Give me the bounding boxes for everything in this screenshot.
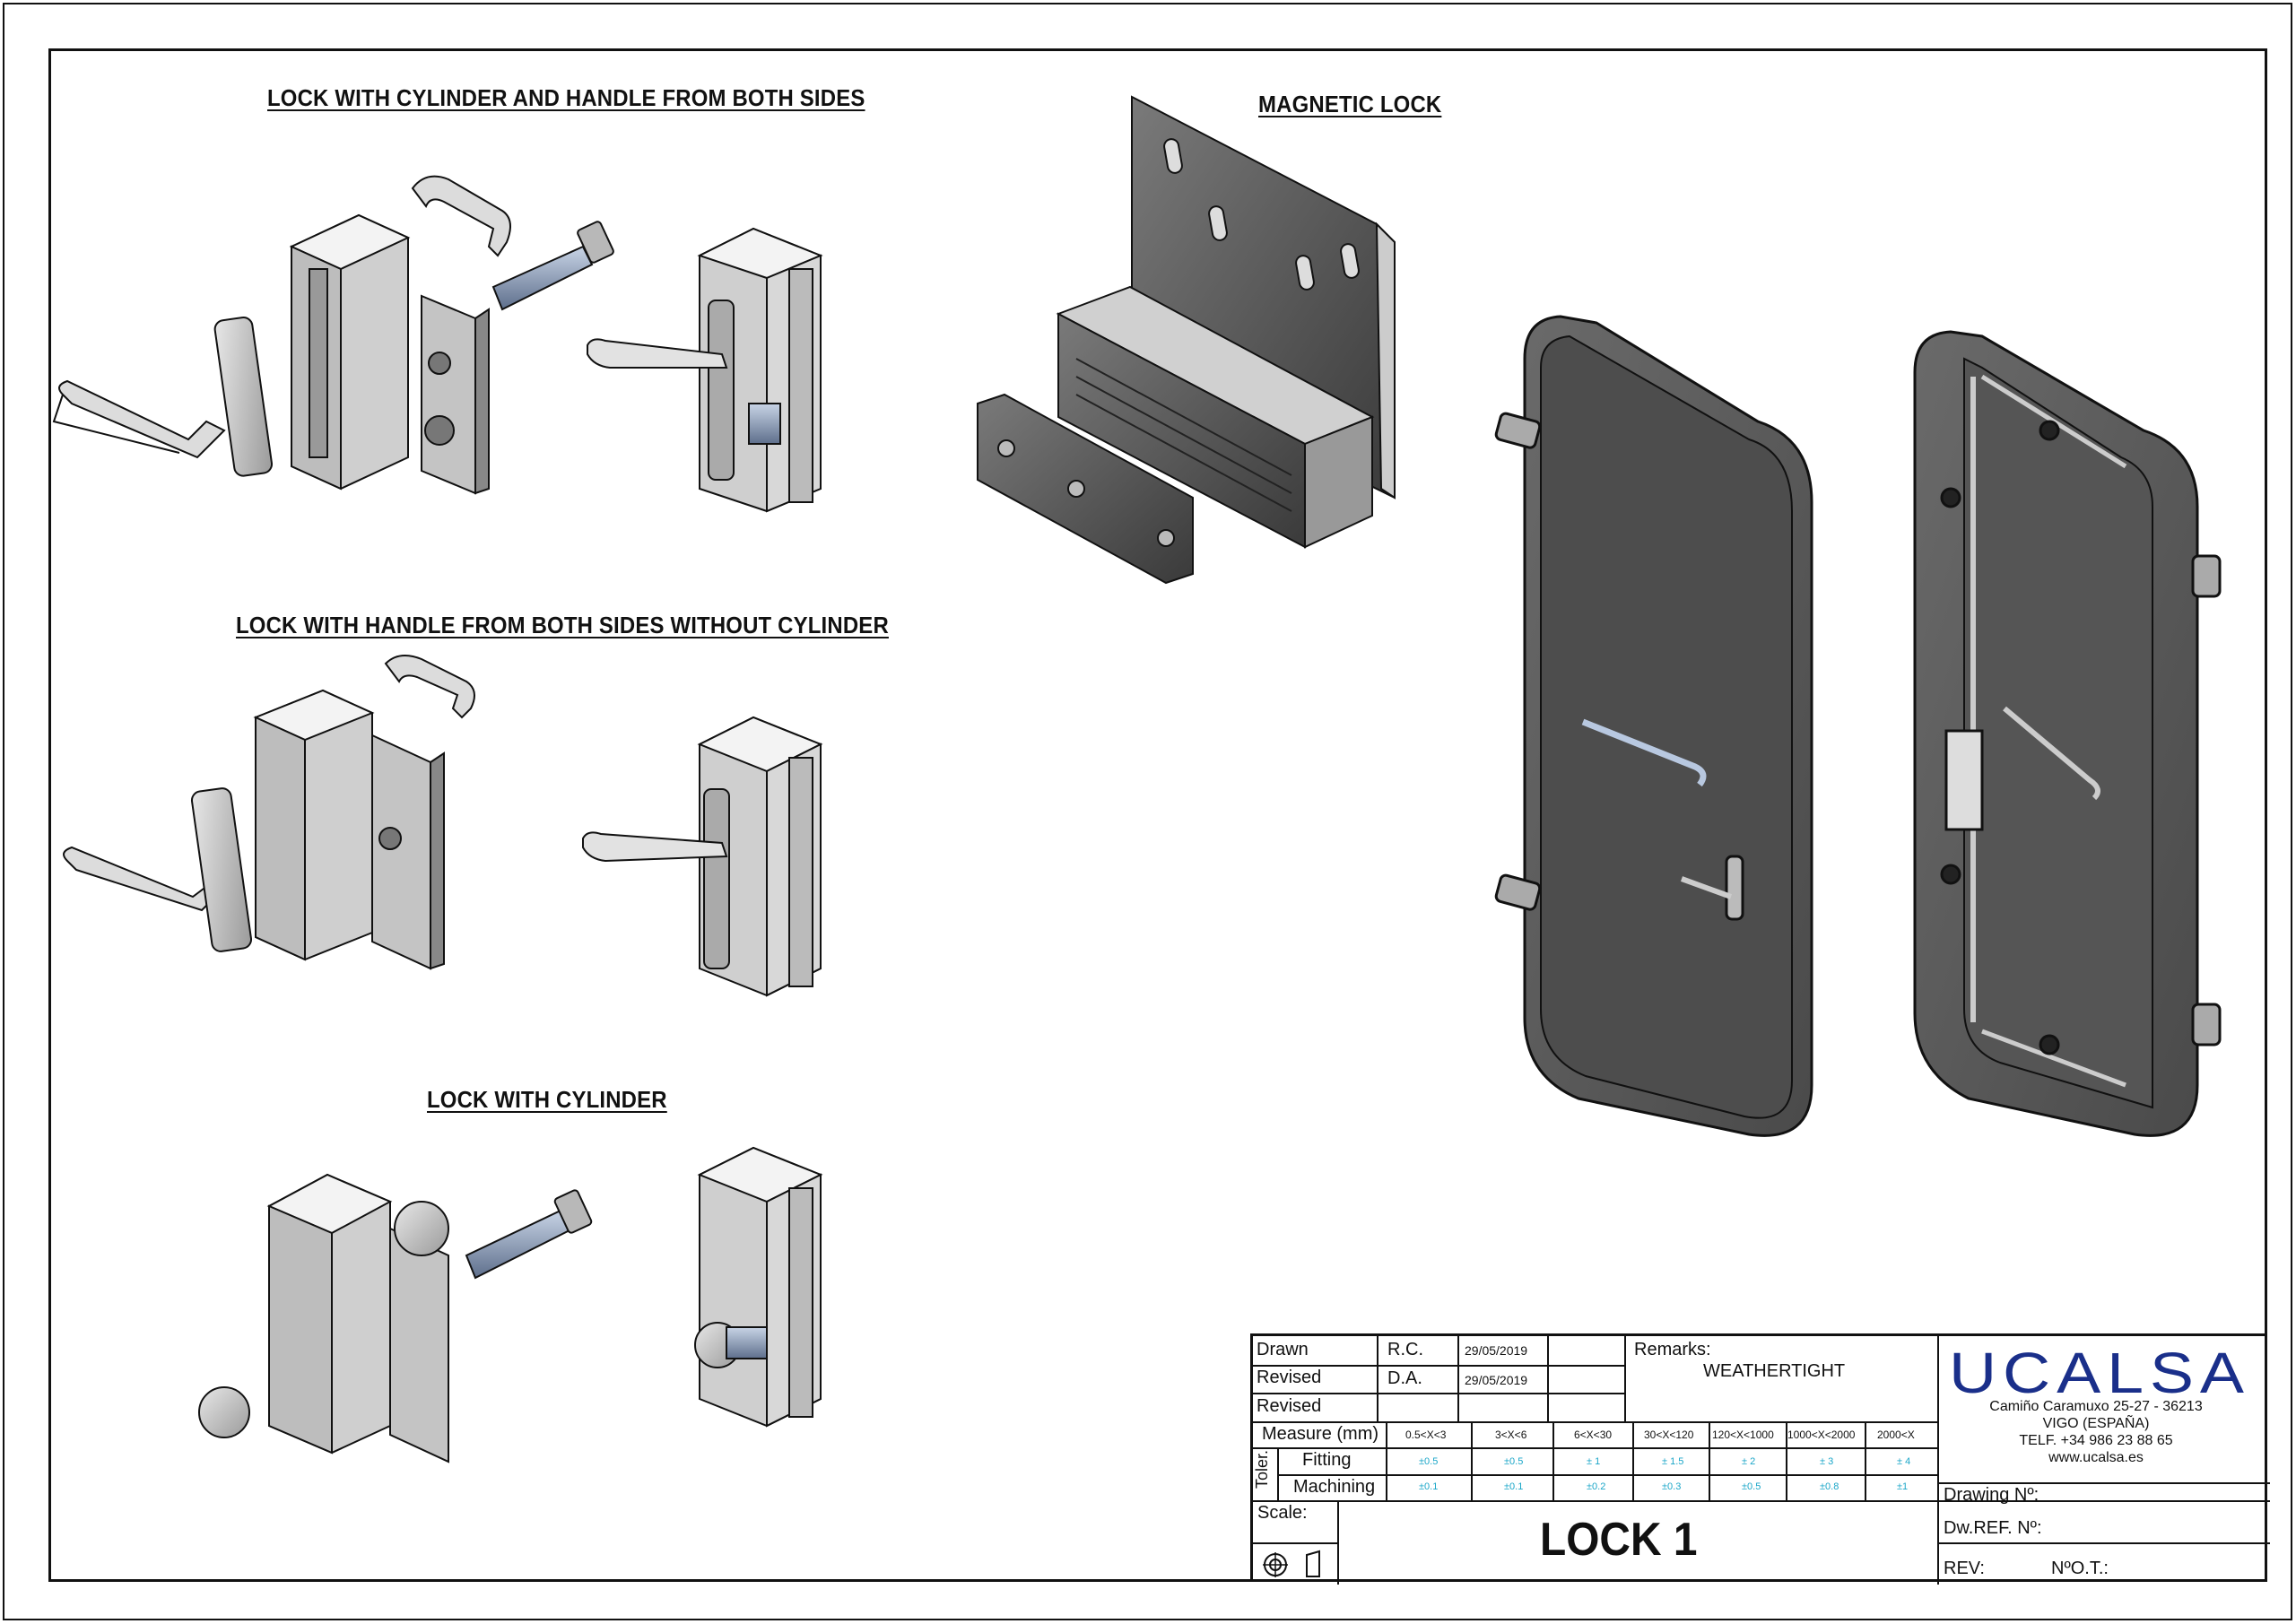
tb-rev-label: REV: (1944, 1559, 1985, 1578)
tb-remarks-label: Remarks: (1634, 1340, 1711, 1359)
projection-symbol-icon (1263, 1550, 1320, 1577)
assembled-lock-handle-no-cylinder (582, 716, 823, 997)
tb-range-6: 2000<X (1877, 1429, 1915, 1441)
tb-fit-3: ± 1.5 (1662, 1456, 1684, 1467)
tb-revised-date: 29/05/2019 (1465, 1373, 1528, 1387)
tb-measure-label: Measure (mm) (1262, 1424, 1379, 1444)
tb-toler-label: Toler. (1253, 1449, 1271, 1489)
title-lock-handle-no-cylinder: LOCK WITH HANDLE FROM BOTH SIDES WITHOUT… (236, 612, 889, 638)
tb-mach-2: ±0.2 (1587, 1481, 1606, 1492)
tb-ot-label: NºO.T.: (2051, 1559, 2109, 1578)
tb-mach-0: ±0.1 (1419, 1481, 1439, 1492)
tb-range-2: 6<X<30 (1574, 1429, 1613, 1441)
tb-mach-4: ±0.5 (1742, 1481, 1761, 1492)
tb-range-1: 3<X<6 (1495, 1429, 1527, 1441)
tb-dw-ref-label: Dw.REF. Nº: (1944, 1518, 2042, 1538)
tb-revised-label: Revised (1257, 1368, 1322, 1387)
door-front-view (1494, 315, 1813, 1137)
drawing-title: LOCK 1 (1540, 1514, 1698, 1566)
tb-scale-label: Scale: (1257, 1503, 1308, 1523)
title-lock-cylinder-handle: LOCK WITH CYLINDER AND HANDLE FROM BOTH … (267, 84, 865, 111)
title-block: Drawn R.C. 29/05/2019 Revised D.A. 29/05… (1250, 1333, 2270, 1585)
tb-mach-1: ±0.1 (1504, 1481, 1524, 1492)
exploded-lock-handle-no-cylinder (63, 655, 475, 970)
company-address: Camiño Caramuxo 25-27 - 36213 (1989, 1399, 2203, 1414)
company-web: www.ucalsa.es (2048, 1450, 2144, 1465)
tb-fit-5: ± 3 (1820, 1456, 1834, 1467)
exploded-lock-cylinder (198, 1173, 593, 1463)
tb-mach-6: ±1 (1897, 1481, 1909, 1492)
tb-remarks-value: WEATHERTIGHT (1703, 1361, 1846, 1381)
tb-drawn-date: 29/05/2019 (1465, 1343, 1528, 1358)
tb-machining-label: Machining (1293, 1477, 1376, 1497)
tb-range-4: 120<X<1000 (1712, 1429, 1774, 1441)
magnetic-lock-illustration (977, 95, 1396, 585)
title-magnetic-lock: MAGNETIC LOCK (1258, 91, 1442, 117)
tb-range-5: 1000<X<2000 (1787, 1429, 1856, 1441)
tb-revised2-label: Revised (1257, 1396, 1322, 1416)
tb-drawn-label: Drawn (1257, 1340, 1309, 1359)
tb-fit-4: ± 2 (1742, 1456, 1756, 1467)
tb-fit-6: ± 4 (1897, 1456, 1911, 1467)
exploded-lock-cylinder-handle (52, 175, 614, 495)
tb-fit-2: ± 1 (1587, 1456, 1601, 1467)
tb-fit-1: ±0.5 (1504, 1456, 1524, 1467)
tb-mach-3: ±0.3 (1662, 1481, 1682, 1492)
title-lock-cylinder: LOCK WITH CYLINDER (427, 1086, 667, 1113)
tb-range-3: 30<X<120 (1644, 1429, 1694, 1441)
assembled-lock-cylinder (694, 1146, 823, 1428)
tb-drawing-no-label: Drawing Nº: (1944, 1485, 2039, 1505)
tb-range-0: 0.5<X<3 (1405, 1429, 1447, 1441)
drawing-frame (48, 48, 2267, 1582)
company-phone: TELF. +34 986 23 88 65 (2019, 1433, 2173, 1448)
tb-drawn-initials: R.C. (1387, 1340, 1423, 1359)
assembled-lock-cylinder-handle (587, 227, 823, 513)
tb-fit-0: ±0.5 (1419, 1456, 1439, 1467)
sheet-outer-border (3, 3, 2292, 1620)
company-city: VIGO (ESPAÑA) (2042, 1416, 2150, 1431)
tb-fitting-label: Fitting (1302, 1450, 1352, 1470)
tb-revised-initials: D.A. (1387, 1368, 1422, 1388)
door-rear-view (1913, 330, 2222, 1137)
company-logo: UCALSA (1949, 1341, 2250, 1405)
tb-mach-5: ±0.8 (1820, 1481, 1839, 1492)
